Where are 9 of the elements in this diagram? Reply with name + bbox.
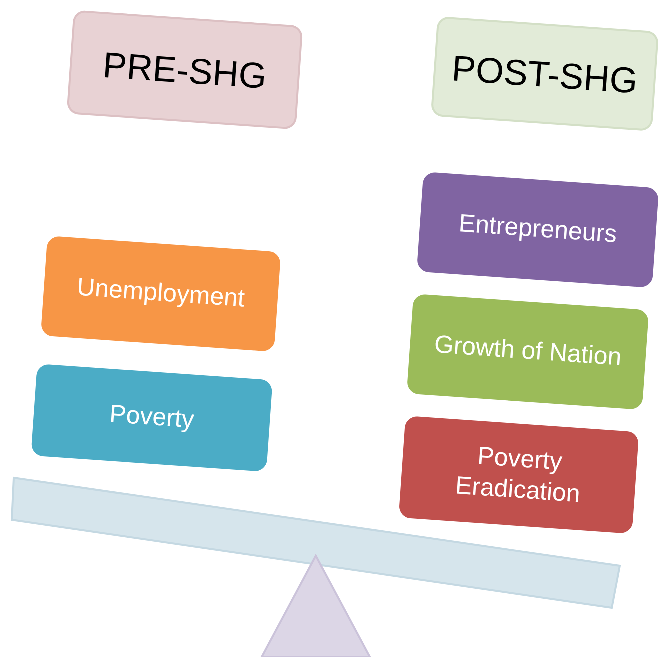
seesaw-beam xyxy=(10,476,622,610)
box-label: Growth of Nation xyxy=(433,330,623,374)
fulcrum-triangle xyxy=(260,554,372,657)
box-label: Unemployment xyxy=(76,272,246,316)
box-label: Entrepreneurs xyxy=(458,208,618,251)
box-label: PRE-SHG xyxy=(102,42,268,98)
box-label: Poverty xyxy=(108,399,196,436)
box-label: Poverty Eradication xyxy=(454,440,582,510)
box-label: POST-SHG xyxy=(450,46,640,103)
